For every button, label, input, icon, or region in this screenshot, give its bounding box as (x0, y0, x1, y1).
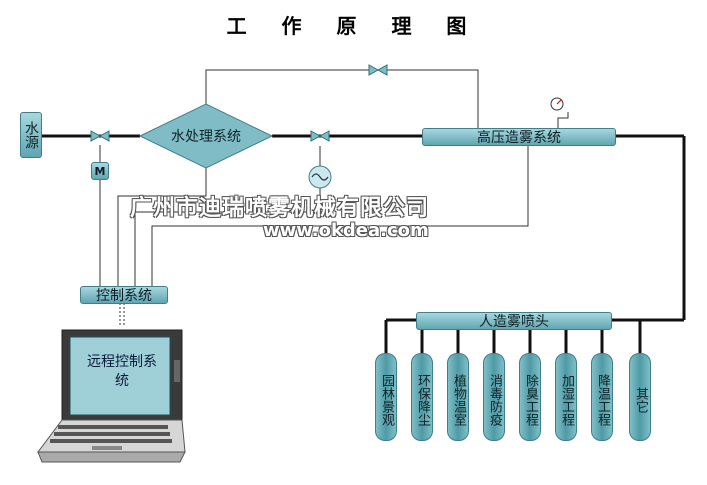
water-treatment-diamond (138, 103, 274, 169)
application-item: 植物温室 (447, 353, 469, 441)
application-item: 除臭工程 (519, 353, 541, 441)
high-pressure-label: 高压造雾系统 (477, 130, 561, 146)
application-label: 降温工程 (595, 373, 610, 426)
control-system-label: 控制系统 (96, 288, 152, 304)
control-system-box: 控制系统 (80, 286, 168, 304)
application-item: 环保降尘 (411, 353, 433, 441)
water-source-label: 水源 (23, 121, 39, 149)
application-label: 其它 (633, 386, 648, 413)
water-source-box: 水源 (20, 112, 42, 158)
application-label: 植物温室 (451, 373, 466, 426)
page-title: 工 作 原 理 图 (226, 14, 481, 38)
motor-box: M (91, 162, 109, 180)
application-label: 环保降尘 (415, 373, 430, 426)
remote-control-label: 远程控制系统 (87, 354, 157, 389)
application-label: 园林景观 (379, 373, 394, 426)
bypass-line (205, 69, 479, 128)
control-wires (99, 145, 529, 325)
application-item: 园林景观 (375, 353, 397, 441)
application-item: 降温工程 (591, 353, 613, 441)
application-item: 其它 (629, 353, 651, 441)
application-label: 消毒防疫 (487, 373, 502, 426)
pressure-gauge-icon (550, 97, 569, 128)
application-label: 加湿工程 (559, 373, 574, 426)
water-treatment-label: 水处理系统 (171, 129, 241, 145)
high-pressure-box: 高压造雾系统 (422, 128, 616, 146)
motor-label: M (94, 164, 106, 178)
watermark-url: www.okdea.com (263, 220, 429, 241)
nozzle-header-label: 人造雾喷头 (479, 314, 549, 330)
valve-icon (90, 64, 388, 142)
nozzle-header-box: 人造雾喷头 (416, 312, 612, 330)
pump-wave (311, 173, 329, 181)
application-item: 加湿工程 (555, 353, 577, 441)
laptop-icon (37, 329, 186, 463)
application-label: 除臭工程 (523, 373, 538, 426)
watermark-company: 广州市迪瑞喷雾机械有限公司 (130, 196, 430, 221)
application-item: 消毒防疫 (483, 353, 505, 441)
pipe-lines (40, 134, 686, 354)
